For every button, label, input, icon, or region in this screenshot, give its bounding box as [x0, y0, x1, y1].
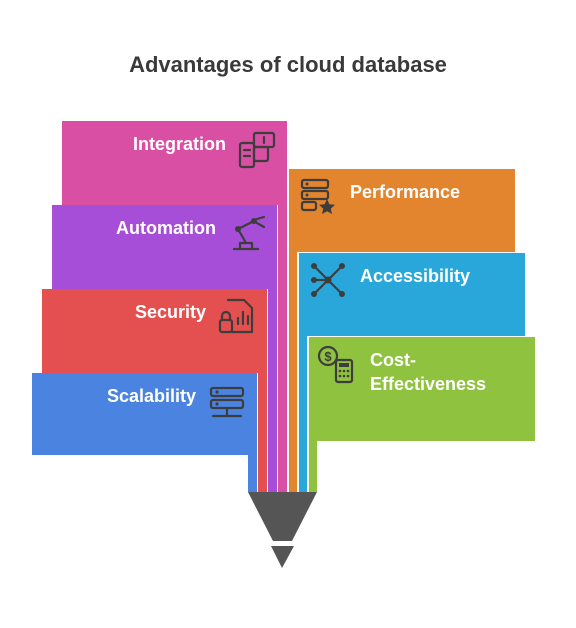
cost-band — [309, 337, 535, 492]
cost-label-line1: Cost- — [370, 350, 416, 370]
integration-label: Integration — [133, 134, 226, 154]
funnel-upper — [248, 492, 317, 541]
server-network-icon — [209, 386, 245, 418]
puzzle-grid-icon — [238, 131, 276, 169]
integration-band — [62, 121, 287, 492]
network-nodes-icon — [311, 263, 345, 297]
security-band — [42, 289, 267, 492]
cost-label-line2: Effectiveness — [370, 374, 486, 394]
item-automation: Automation — [52, 205, 277, 492]
funnel-lower — [271, 546, 294, 568]
robot-arm-icon — [232, 215, 266, 251]
accessibility-band — [299, 253, 525, 492]
funnel-tip — [248, 492, 317, 568]
scalability-band — [32, 373, 257, 492]
item-cost-effectiveness: $ Cost- Effectiveness — [309, 337, 535, 492]
item-performance: Performance — [289, 169, 515, 492]
performance-band — [289, 169, 515, 492]
diagram-title: Advantages of cloud database — [129, 52, 447, 77]
performance-label: Performance — [350, 182, 460, 202]
scalability-label: Scalability — [107, 386, 196, 406]
automation-band — [52, 205, 277, 492]
svg-text:$: $ — [324, 349, 332, 364]
item-security: Security — [42, 289, 267, 492]
security-label: Security — [135, 302, 206, 322]
item-scalability: Scalability — [32, 373, 257, 492]
item-accessibility: Accessibility — [299, 253, 525, 492]
server-star-icon — [300, 178, 335, 214]
document-lock-icon — [218, 298, 254, 334]
coin-calculator-icon: $ — [317, 345, 354, 384]
item-integration: Integration — [62, 121, 287, 492]
automation-label: Automation — [116, 218, 216, 238]
accessibility-label: Accessibility — [360, 266, 470, 286]
